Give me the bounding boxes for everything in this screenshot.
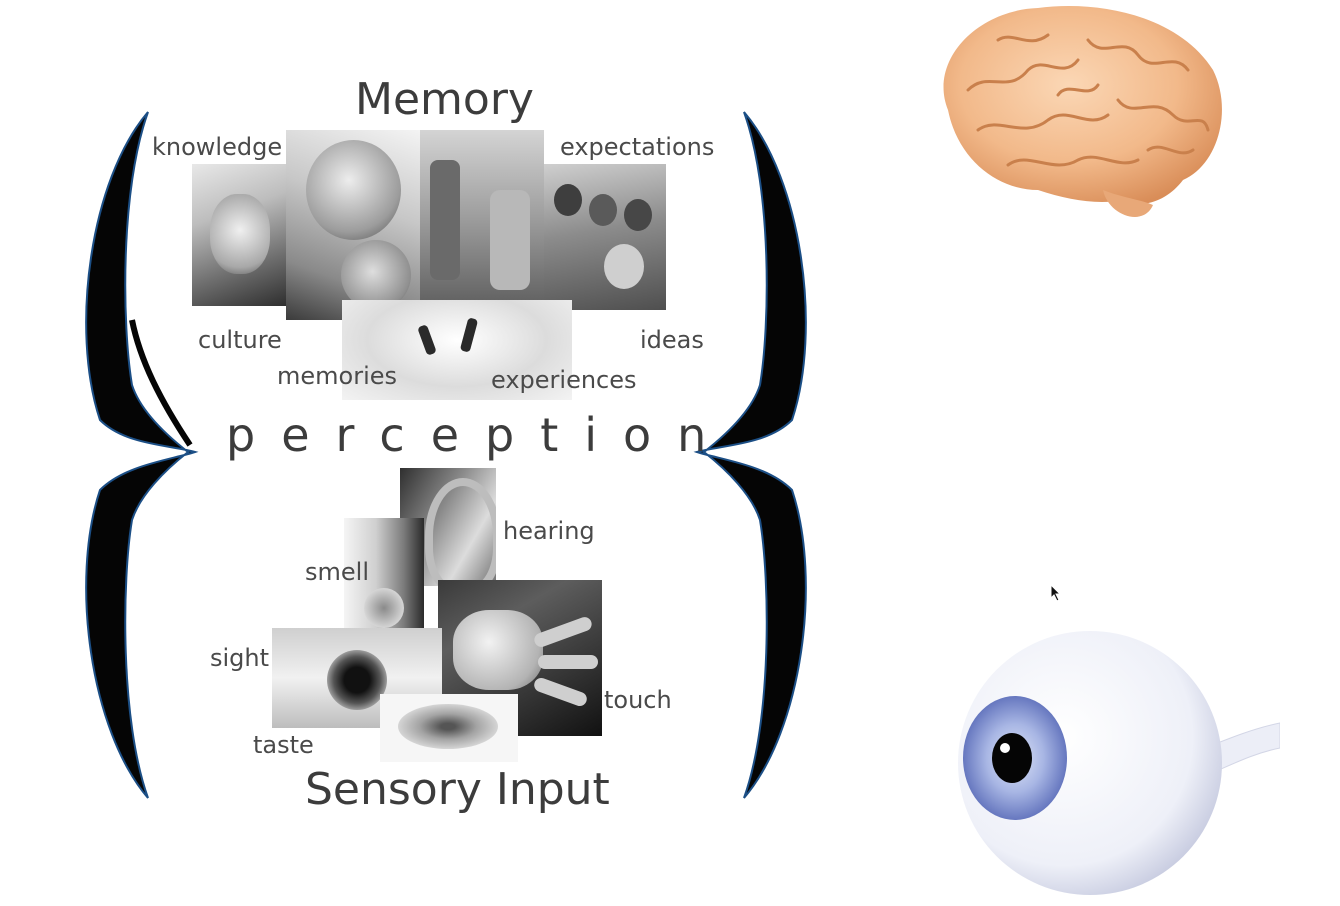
photo-surfers bbox=[342, 300, 572, 400]
label-hearing: hearing bbox=[503, 517, 595, 545]
label-ideas: ideas bbox=[640, 326, 704, 354]
memory-title: Memory bbox=[355, 74, 534, 125]
photo-nose bbox=[344, 518, 424, 644]
label-knowledge: knowledge bbox=[152, 133, 283, 161]
sensory-title: Sensory Input bbox=[305, 764, 610, 815]
photo-grandfather-baby bbox=[286, 130, 422, 320]
photo-children bbox=[544, 164, 666, 310]
brain-icon bbox=[943, 5, 1222, 217]
photo-mouth bbox=[380, 694, 518, 762]
right-bracket bbox=[693, 111, 807, 799]
photo-street bbox=[420, 130, 544, 315]
label-expectations: expectations bbox=[560, 133, 715, 161]
label-touch: touch bbox=[604, 686, 672, 714]
photo-girl bbox=[192, 164, 287, 306]
label-culture: culture bbox=[198, 326, 282, 354]
label-taste: taste bbox=[253, 731, 314, 759]
label-smell: smell bbox=[305, 558, 369, 586]
perception-word: perception bbox=[226, 408, 733, 462]
eyeball-icon bbox=[958, 631, 1280, 895]
label-sight: sight bbox=[210, 644, 270, 672]
left-bracket bbox=[85, 111, 199, 799]
label-experiences: experiences bbox=[491, 366, 637, 394]
label-memories: memories bbox=[277, 362, 398, 390]
mouse-pointer-icon bbox=[1050, 584, 1062, 602]
